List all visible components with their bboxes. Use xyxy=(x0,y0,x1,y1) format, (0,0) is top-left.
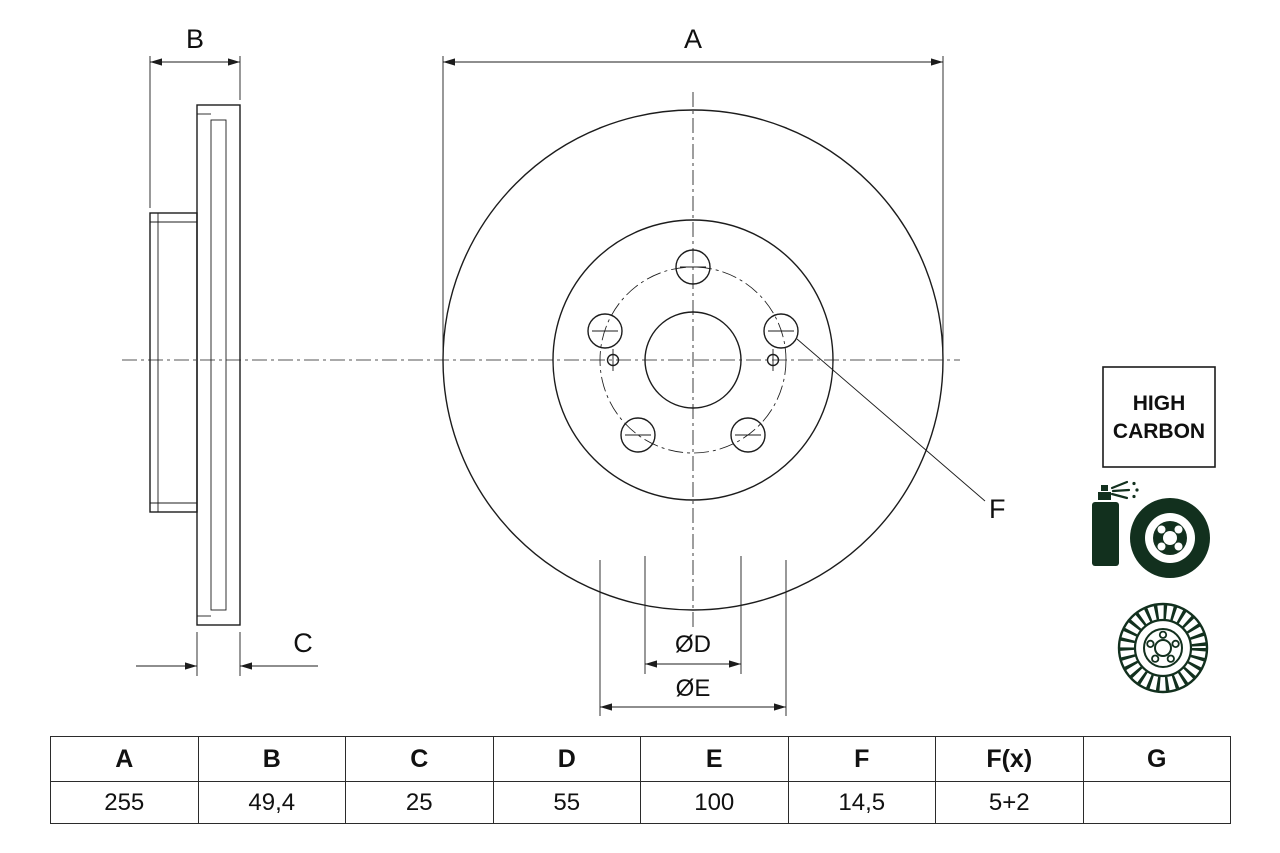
vented-disc-icon xyxy=(1117,602,1209,694)
bolt-hole xyxy=(620,417,656,453)
value-b: 49,4 xyxy=(197,781,346,824)
value-a: 255 xyxy=(50,781,199,824)
spray-coating-icon xyxy=(1092,480,1210,578)
spray-jet xyxy=(1110,480,1131,500)
bolt-hole xyxy=(763,313,799,349)
disc-hub xyxy=(1143,628,1183,668)
cross-section-view xyxy=(149,104,241,626)
vent-channel xyxy=(210,119,227,611)
dim-c-label: C xyxy=(293,628,313,658)
dim-f-label: F xyxy=(989,494,1006,524)
vent-hatch-ring xyxy=(1120,605,1206,691)
col-header-b: B xyxy=(197,736,346,782)
dim-d-label: ØD xyxy=(675,631,711,658)
bolt-hole xyxy=(675,249,711,285)
disc-bolt-hole xyxy=(1151,654,1160,663)
hat-section xyxy=(149,212,198,513)
dimension-table: A B C D E F F(x) G 255 49,4 25 55 100 14… xyxy=(50,736,1231,824)
dimension-d: ØD xyxy=(644,556,742,674)
leader-line xyxy=(796,338,986,502)
outer-diameter-circle xyxy=(442,109,944,611)
technical-drawing: A B C ØD ØE xyxy=(122,24,1216,716)
value-e: 100 xyxy=(640,781,789,824)
dim-b-label: B xyxy=(186,24,204,54)
front-view xyxy=(442,109,944,611)
disc-outer-edge xyxy=(1117,602,1209,694)
badge-line1: HIGH xyxy=(1133,392,1186,415)
col-header-fx: F(x) xyxy=(935,736,1084,782)
bolt-hole xyxy=(587,313,623,349)
value-d: 55 xyxy=(492,781,641,824)
bolt-hole xyxy=(730,417,766,453)
center-bore-circle xyxy=(644,311,742,409)
spray-can-nozzle xyxy=(1101,485,1108,491)
badge-line2: CARBON xyxy=(1113,420,1205,443)
spray-dot xyxy=(1132,481,1136,486)
dimension-b: B xyxy=(149,24,241,208)
col-header-f: F xyxy=(787,736,936,782)
dim-e-label: ØE xyxy=(676,675,711,702)
dimension-f-leader: F xyxy=(796,338,1006,524)
col-header-c: C xyxy=(345,736,494,782)
table-header-row: A B C D E F F(x) G xyxy=(50,736,1231,782)
center-lines xyxy=(122,92,960,630)
col-header-a: A xyxy=(50,736,199,782)
coated-disc-bolt-hole xyxy=(1174,525,1183,534)
spray-dot xyxy=(1132,494,1136,499)
disc-bolt-hole xyxy=(1166,654,1175,663)
coated-disc-bore xyxy=(1163,531,1177,545)
col-header-e: E xyxy=(640,736,789,782)
high-carbon-badge: HIGH CARBON xyxy=(1102,366,1216,468)
table-value-row: 255 49,4 25 55 100 14,5 5+2 xyxy=(50,781,1231,824)
coated-disc-bolt-hole xyxy=(1174,542,1183,551)
badge-border xyxy=(1102,366,1216,468)
disc-bolt-hole xyxy=(1146,639,1155,649)
coated-disc-bolt-hole xyxy=(1157,525,1166,534)
friction-ring-section xyxy=(196,104,241,626)
spray-dot xyxy=(1135,488,1139,492)
coated-disc-bolt-hole xyxy=(1157,542,1166,551)
disc-bolt-hole xyxy=(1171,639,1180,649)
value-fx: 5+2 xyxy=(935,781,1084,824)
disc-bolt-hole xyxy=(1158,630,1168,639)
friction-inner-circle xyxy=(552,219,834,501)
spray-can-body xyxy=(1092,502,1119,566)
dim-a-label: A xyxy=(684,24,702,54)
disc-bore xyxy=(1154,639,1172,657)
spray-can-cap xyxy=(1098,492,1111,500)
dimension-a: A xyxy=(442,24,944,352)
dimension-e: ØE xyxy=(599,560,787,716)
value-c: 25 xyxy=(345,781,494,824)
dimension-c: C xyxy=(136,628,318,676)
col-header-g: G xyxy=(1082,736,1231,782)
value-g xyxy=(1082,781,1231,824)
value-f: 14,5 xyxy=(787,781,936,824)
col-header-d: D xyxy=(492,736,641,782)
